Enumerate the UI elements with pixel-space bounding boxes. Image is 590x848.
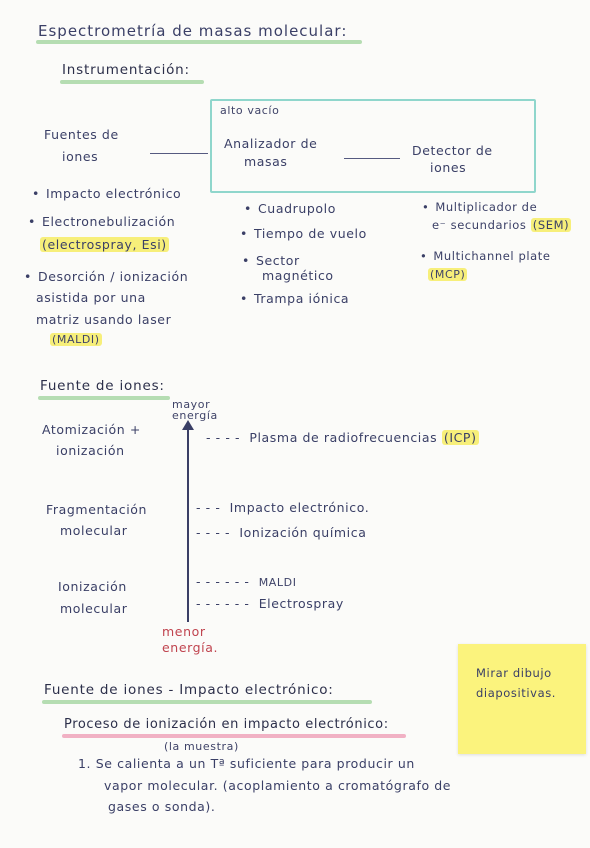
item-maldi-label: MALDI xyxy=(258,576,297,589)
detector-item-1b: e⁻ secundarios (SEM) xyxy=(432,218,572,232)
step1-line2: vapor molecular. (acoplamiento a cromató… xyxy=(104,778,452,793)
analizador-item-2: Tiempo de vuelo xyxy=(240,226,367,241)
item-maldi-dash: - - - - - - xyxy=(196,574,250,589)
energy-arrow-shaft xyxy=(187,428,189,622)
detector-item-1b-text: e⁻ secundarios xyxy=(432,218,527,232)
fuente-item-3c: matriz usando laser xyxy=(36,312,172,327)
impacto-underline xyxy=(42,700,372,704)
cat-fragmentacion-1: Fragmentación xyxy=(46,502,148,517)
analizador-item-3b: magnético xyxy=(262,268,334,283)
title-underline xyxy=(36,40,362,44)
fuente-item-3: Desorción / ionización xyxy=(24,269,188,284)
item-electrospray-label: Electrospray xyxy=(258,596,344,611)
heading-impacto: Fuente de iones - Impacto electrónico: xyxy=(44,682,334,698)
page-title: Espectrometría de masas molecular: xyxy=(38,22,348,40)
icp-highlight: (ICP) xyxy=(441,430,479,445)
energia-label-bottom: energía. xyxy=(162,640,219,655)
cat-atomizacion-1: Atomización + xyxy=(42,422,141,437)
proceso-underline xyxy=(62,734,406,738)
energy-arrow-head xyxy=(182,420,194,430)
box-label: alto vacío xyxy=(220,104,280,117)
energia-label-top: energía xyxy=(172,409,218,422)
cat-fragmentacion-2: molecular xyxy=(60,523,128,538)
step1-line3: gases o sonda). xyxy=(108,799,216,814)
fuentes-label-1: Fuentes de xyxy=(44,127,119,142)
item-quimica-dash: - - - - xyxy=(196,525,231,540)
fuente-iones-underline xyxy=(38,396,170,400)
maldi-highlight: (MALDI) xyxy=(50,333,102,346)
item-maldi: - - - - - - MALDI xyxy=(196,574,297,589)
fuente-item-3b: asistida por una xyxy=(36,290,146,305)
menor-energia-label: menor energía. xyxy=(162,624,218,656)
instrumentacion-underline xyxy=(60,80,204,84)
sticky-note: Mirar dibujo diapositivas. xyxy=(458,644,586,754)
esi-highlight: (electrospray, Esi) xyxy=(40,237,169,252)
vacuum-box xyxy=(210,99,536,193)
item-impacto: - - - Impacto electrónico. xyxy=(196,500,369,515)
analizador-item-4: Trampa iónica xyxy=(240,291,349,306)
mayor-label: mayor xyxy=(172,398,211,411)
detector-item-1: Multiplicador de xyxy=(422,200,537,214)
mcp-highlight: (MCP) xyxy=(428,268,468,281)
item-icp: - - - - Plasma de radiofrecuencias (ICP) xyxy=(206,430,479,445)
detector-label-1: Detector de xyxy=(412,143,493,158)
subheading-proceso: Proceso de ionización en impacto electró… xyxy=(64,717,389,732)
heading-instrumentacion: Instrumentación: xyxy=(62,62,190,78)
item-electrospray-dash: - - - - - - xyxy=(196,596,250,611)
item-icp-dash: - - - - xyxy=(206,430,241,445)
item-quimica-label: Ionización química xyxy=(239,525,367,540)
cat-atomizacion-2: ionización xyxy=(56,443,125,458)
note-la-muestra: (la muestra) xyxy=(164,740,239,753)
fuente-item-1: Impacto electrónico xyxy=(32,186,181,201)
detector-label-2: iones xyxy=(430,160,467,175)
heading-fuente-iones: Fuente de iones: xyxy=(40,378,165,394)
fuentes-label-2: iones xyxy=(62,149,99,164)
cat-ionizacion-1: Ionización xyxy=(58,579,127,594)
cat-ionizacion-2: molecular xyxy=(60,601,128,616)
fuente-item-2b: (electrospray, Esi) xyxy=(40,237,169,252)
fuente-item-3d: (MALDI) xyxy=(50,333,102,346)
analizador-label-1: Analizador de xyxy=(224,136,318,151)
step1-line1: 1. Se calienta a un Tª suficiente para p… xyxy=(78,756,415,771)
item-impacto-dash: - - - xyxy=(196,500,221,515)
connector-line-2 xyxy=(344,158,400,159)
item-quimica: - - - - Ionización química xyxy=(196,525,366,540)
detector-item-2: Multichannel plate xyxy=(420,249,551,263)
detector-item-2b: (MCP) xyxy=(428,268,468,281)
sticky-line2: diapositivas. xyxy=(476,686,557,700)
connector-line-1 xyxy=(150,153,208,154)
item-icp-label: Plasma de radiofrecuencias xyxy=(249,430,438,445)
analizador-label-2: masas xyxy=(244,154,288,169)
item-electrospray: - - - - - - Electrospray xyxy=(196,596,344,611)
item-impacto-label: Impacto electrónico. xyxy=(229,500,370,515)
mayor-energia-label: mayor energía xyxy=(172,399,218,421)
analizador-item-3: Sector xyxy=(242,253,300,268)
analizador-item-1: Cuadrupolo xyxy=(244,201,336,216)
sem-highlight: (SEM) xyxy=(530,218,572,232)
menor-label: menor xyxy=(162,624,206,639)
sticky-line1: Mirar dibujo xyxy=(476,666,552,680)
fuente-item-2: Electronebulización xyxy=(28,214,175,229)
